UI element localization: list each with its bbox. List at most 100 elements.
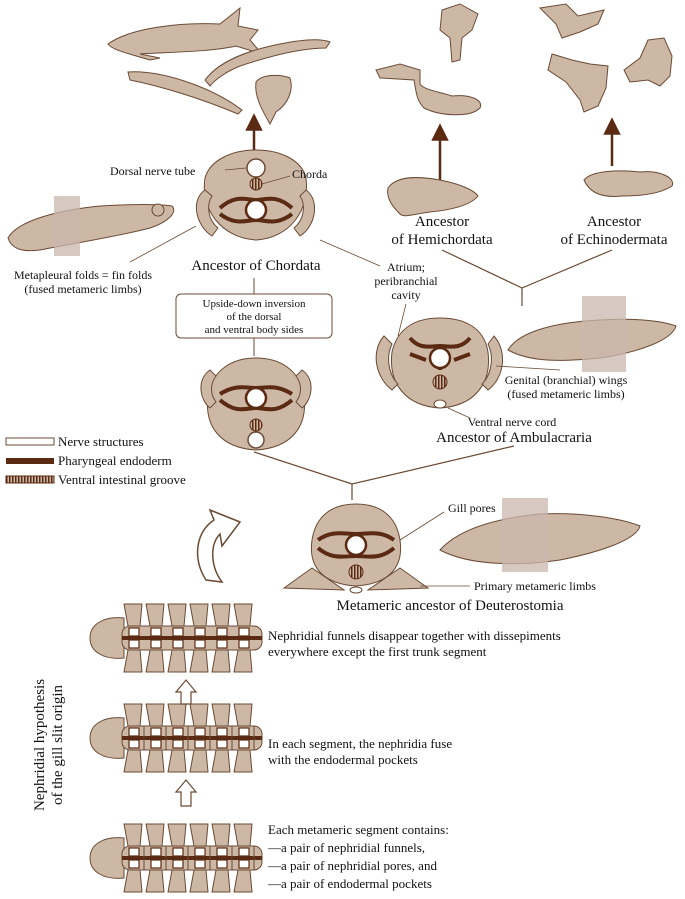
endodermal-pocket [172, 627, 184, 637]
ventral-nerve-label: Ventral nerve cord [468, 415, 557, 429]
step1-line-1: Each metameric segment contains: [268, 822, 449, 837]
worm-parapodium [145, 603, 165, 627]
worm-parapodium [123, 603, 143, 627]
worm-parapodium [123, 703, 143, 727]
endodermal-pocket [172, 639, 184, 649]
endodermal-pocket [128, 639, 140, 649]
worm-parapodium [189, 649, 209, 673]
hemichordate-ancestor-animal [387, 177, 479, 217]
worm-parapodium [145, 749, 165, 773]
worm-parapodium [123, 749, 143, 773]
shark-silhouette [107, 6, 264, 61]
worm-parapodium [211, 749, 231, 773]
pterobranch-silhouette [439, 3, 479, 63]
worm-parapodium [123, 649, 143, 673]
worm-parapodium [211, 869, 231, 893]
worm-parapodium [123, 869, 143, 893]
section-plane-2 [582, 296, 626, 372]
endodermal-pocket [150, 627, 162, 637]
endodermal-pocket [216, 859, 228, 869]
worm-parapodium [189, 869, 209, 893]
deuterostomia-title: Metameric ancestor of Deuterostomia [337, 598, 564, 614]
worm-parapodium [233, 869, 253, 893]
legend-groove-label: Ventral intestinal groove [58, 472, 186, 487]
endodermal-pocket [238, 859, 250, 869]
echinoderm-descendants [538, 3, 673, 113]
folds-label-1: Metapleural folds = fin folds [14, 268, 152, 282]
legend-nerve-swatch [5, 437, 55, 446]
stage-arrow-lower [174, 779, 198, 807]
worm-stage-3 [89, 603, 263, 673]
worm-head [89, 717, 125, 759]
worm-parapodium [211, 823, 231, 847]
dorsal-nerve-label: Dorsal nerve tube [110, 164, 195, 178]
endodermal-pocket [172, 739, 184, 749]
step1-line-3: —a pair of nephridial pores, and [267, 858, 437, 873]
hypothesis-label-2: of the gill slit origin [50, 685, 66, 805]
endodermal-pocket [238, 639, 250, 649]
worm-parapodium [211, 603, 231, 627]
worm-parapodium [167, 823, 187, 847]
endodermal-pocket [172, 847, 184, 857]
endodermal-pocket [150, 739, 162, 749]
tunicate-silhouette [255, 74, 292, 126]
worm-parapodium [167, 649, 187, 673]
worm-parapodium [167, 749, 187, 773]
stage-arrow-upper [174, 679, 198, 705]
step3-line-1: Nephridial funnels disappear together wi… [268, 628, 561, 643]
atrium-label-1: Atrium; [387, 260, 425, 274]
worm-stage-2 [89, 703, 263, 773]
worm-stage-1 [89, 823, 263, 893]
chorda-label: Chorda [292, 167, 328, 181]
ambulacraria-cross-section [375, 317, 504, 409]
stylophoran-silhouette [547, 53, 609, 113]
worm-parapodium [211, 703, 231, 727]
legend-endoderm-swatch [6, 458, 54, 464]
worm-parapodium [189, 603, 209, 627]
atrium-leader-1 [319, 239, 381, 267]
chorda-leader [261, 175, 291, 185]
worm-parapodium [189, 823, 209, 847]
pre-inversion-section [200, 357, 312, 451]
legend-nerve-label: Nerve structures [58, 434, 144, 449]
endodermal-pocket [128, 727, 140, 737]
worm-parapodium [189, 749, 209, 773]
wings-label-1: Genital (branchial) wings [505, 373, 628, 387]
endodermal-pocket [150, 847, 162, 857]
worm-parapodium [145, 649, 165, 673]
acorn-worm-silhouette [375, 63, 482, 116]
endodermal-pocket [216, 727, 228, 737]
worm-head [89, 837, 125, 879]
legend-endoderm-label: Pharyngeal endoderm [58, 453, 172, 468]
ambulacraria-branch [441, 249, 613, 289]
ambulacraria-animal [507, 296, 677, 372]
folds-leader [129, 225, 197, 263]
gill-pores-label: Gill pores [448, 501, 496, 515]
worm-parapodium [145, 823, 165, 847]
worm-parapodium [233, 749, 253, 773]
worm-head [89, 617, 125, 659]
endodermal-pocket [172, 727, 184, 737]
endodermal-pocket [128, 847, 140, 857]
worm-parapodium [211, 649, 231, 673]
chorda [249, 177, 263, 191]
section-plane-3 [502, 498, 548, 572]
endodermal-pocket [238, 627, 250, 637]
endodermal-pocket [194, 639, 206, 649]
endodermal-pocket [194, 847, 206, 857]
worm-parapodium [233, 823, 253, 847]
lancelet-silhouette [127, 71, 243, 115]
legend-groove-swatch [5, 475, 55, 484]
endodermal-pocket [194, 627, 206, 637]
step1-line-2: —a pair of nephridial funnels, [267, 840, 425, 855]
legend: Nerve structures Pharyngeal endoderm Ven… [5, 434, 186, 487]
eel-silhouette [204, 39, 331, 87]
endodermal-pocket [172, 859, 184, 869]
atrium-label-3: cavity [391, 288, 420, 302]
worm-parapodium [233, 603, 253, 627]
echinoderm-ancestor-animal [583, 170, 674, 197]
wings-label-2: (fused metameric limbs) [507, 387, 624, 401]
endodermal-pocket [150, 639, 162, 649]
step2-line-1: In each segment, the nephridia fuse [268, 736, 452, 751]
